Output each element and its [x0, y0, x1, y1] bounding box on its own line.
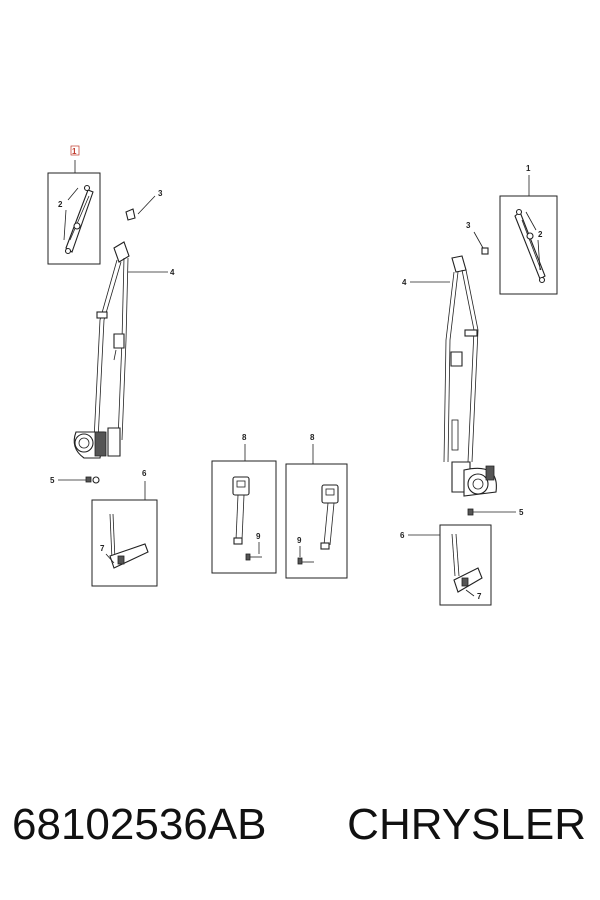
center-buckle-a-group: 8 9: [211, 433, 277, 574]
left-buckle-kit-group: 6 7: [91, 469, 158, 587]
callout-9-center-b: 9: [297, 536, 302, 545]
brand-name: CHRYSLER: [347, 800, 586, 849]
callout-2-right: 2: [538, 230, 543, 239]
callout-9-center-a: 9: [256, 532, 261, 541]
callout-4-right: 4: [402, 278, 407, 287]
footer: 68102536AB CHRYSLER: [0, 800, 600, 860]
left-guide-cap-group: 3: [125, 189, 163, 221]
center-buckle-b-box: [285, 463, 348, 579]
right-anchor-bolt-group: 5: [467, 508, 524, 517]
callout-5-right: 5: [519, 508, 524, 517]
callout-2-left: 2: [58, 200, 63, 209]
right-belt-assembly-group: 4: [402, 255, 497, 497]
right-bracket-box: [499, 195, 558, 295]
callout-4-left: 4: [170, 268, 175, 277]
right-buckle-kit-group: 6 7: [400, 524, 492, 606]
right-guide-cap-group: 3: [466, 221, 489, 255]
left-belt-assembly-group: 4: [73, 241, 175, 459]
center-buckle-b-group: 8 9: [285, 433, 348, 579]
callout-8-center-a: 8: [242, 433, 247, 442]
left-bracket-box: [47, 172, 101, 265]
callout-3-right: 3: [466, 221, 471, 230]
callout-7-right: 7: [477, 592, 482, 601]
callout-6-right: 6: [400, 531, 405, 540]
callout-3-left: 3: [158, 189, 163, 198]
part-number: 68102536AB: [12, 800, 267, 849]
left-buckle-box: [91, 499, 158, 587]
callout-1-left: 1: [72, 147, 77, 156]
callout-1-right: 1: [526, 164, 531, 173]
right-retractor-bracket-group: 1 2: [499, 164, 558, 295]
center-buckle-a-box: [211, 460, 277, 574]
left-retractor-bracket-group: 1 2: [47, 145, 101, 265]
callout-7-left: 7: [100, 544, 105, 553]
left-anchor-bolt-group: 5: [50, 476, 100, 485]
right-buckle-box: [439, 524, 492, 606]
callout-6-left: 6: [142, 469, 147, 478]
callout-5-left: 5: [50, 476, 55, 485]
callout-8-center-b: 8: [310, 433, 315, 442]
